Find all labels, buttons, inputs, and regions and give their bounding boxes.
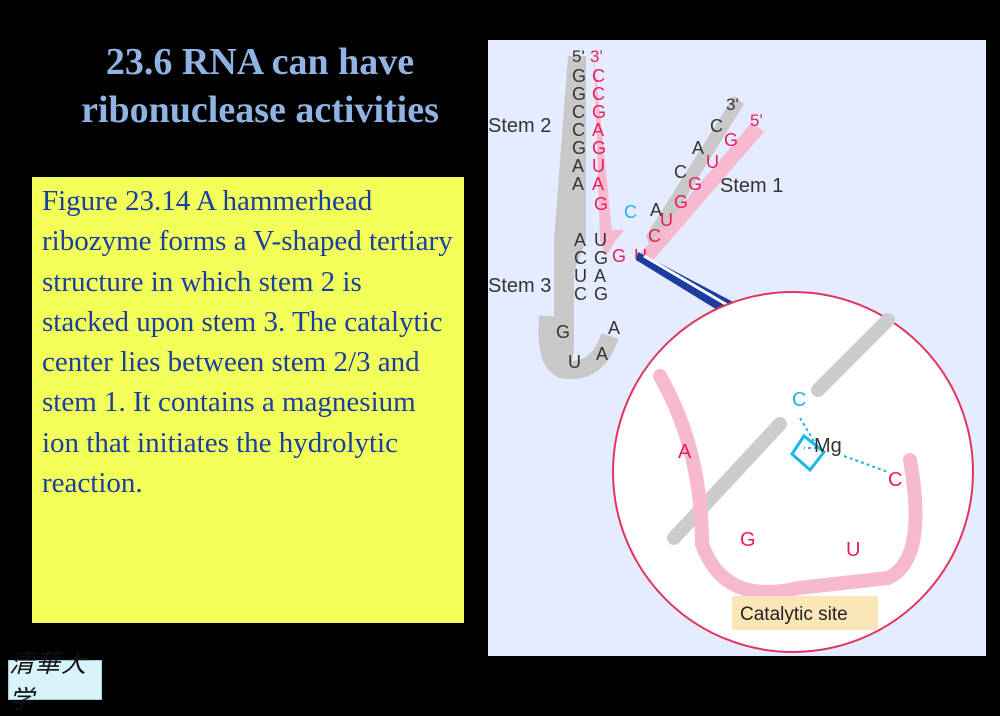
inset-c-top: C xyxy=(792,389,806,411)
mg-ion-icon xyxy=(790,433,827,473)
three-prime-left-label: 3' xyxy=(590,47,603,66)
base: G xyxy=(688,174,702,194)
base: U xyxy=(594,230,607,250)
base: G xyxy=(572,66,586,86)
base: G xyxy=(572,84,586,104)
base: A xyxy=(692,138,704,158)
catalytic-label-bg xyxy=(732,596,878,630)
stem1-top-backbone xyxy=(646,96,744,252)
base: C xyxy=(592,66,605,86)
left-strand: G G C C G A A A C U C xyxy=(572,66,587,304)
base: U xyxy=(592,156,605,176)
base: G xyxy=(594,284,608,304)
inset-u: U xyxy=(846,539,860,561)
base: G xyxy=(592,138,606,158)
base: A xyxy=(592,120,604,140)
catalytic-strand xyxy=(653,369,923,599)
inset-mg: Mg xyxy=(814,435,842,457)
stem2-pair-backbone xyxy=(594,56,624,256)
coordination-line-right xyxy=(843,455,889,473)
base: A xyxy=(574,230,586,250)
base: A xyxy=(594,266,606,286)
university-logo: 清華大学 xyxy=(8,649,102,714)
title-line-1: 23.6 RNA can have xyxy=(105,41,415,83)
base: U xyxy=(660,210,673,230)
catalytic-site-label: Catalytic site xyxy=(740,604,848,625)
cleavage-g: G xyxy=(612,246,626,266)
base: C xyxy=(572,120,585,140)
slide-title: 23.6 RNA can have ribonuclease activitie… xyxy=(40,38,480,134)
ribozyme-diagram: Stem 2 Stem 1 Stem 3 5' 3' 3' 5' G G C C… xyxy=(488,47,974,653)
base: U xyxy=(574,266,587,286)
base: A xyxy=(596,344,608,364)
five-prime-right-label: 5' xyxy=(750,111,763,130)
middle-strand: C C G A G U A G xyxy=(592,66,608,214)
title-line-2: ribonuclease activities xyxy=(81,89,439,131)
base: G xyxy=(556,322,570,342)
five-prime-left-label: 5' xyxy=(572,47,585,66)
base: A xyxy=(572,174,584,194)
base: A xyxy=(592,174,604,194)
inset-a: A xyxy=(678,441,692,463)
base: G xyxy=(572,138,586,158)
figure-caption: Figure 23.14 A hammerhead ribozyme forms… xyxy=(42,185,453,500)
base: C xyxy=(674,162,687,182)
loop-backbone xyxy=(538,315,619,380)
cleavage-c: C xyxy=(624,202,637,222)
base: A xyxy=(650,200,662,220)
base: U xyxy=(568,352,581,372)
coordination-line-top xyxy=(799,417,820,449)
logo-text: 清華大学 xyxy=(9,649,88,714)
base: C xyxy=(574,284,587,304)
base: G xyxy=(594,248,608,268)
base: U xyxy=(706,152,719,172)
base: C xyxy=(648,226,661,246)
ribozyme-figure: Stem 2 Stem 1 Stem 3 5' 3' 3' 5' G G C C… xyxy=(488,40,986,656)
stem1-bottom-backbone xyxy=(640,122,764,266)
base: G xyxy=(592,102,606,122)
inset-g: G xyxy=(740,529,756,551)
inset-c-right: C xyxy=(888,469,902,491)
base: G xyxy=(674,192,688,212)
base: G xyxy=(594,194,608,214)
base: C xyxy=(574,248,587,268)
stem1-label: Stem 1 xyxy=(720,175,783,197)
base: G xyxy=(724,130,738,150)
base: A xyxy=(608,318,620,338)
loop-bases: G U A A xyxy=(556,318,620,372)
stem2-backbone xyxy=(554,56,586,378)
base: C xyxy=(572,102,585,122)
base: C xyxy=(710,116,723,136)
stem-rod-upper xyxy=(811,313,895,397)
three-prime-right-label: 3' xyxy=(726,95,739,114)
stem2-label: Stem 2 xyxy=(488,115,551,137)
stem-rod-lower xyxy=(667,417,787,545)
stem1-bottom-bases: G U G G U C xyxy=(648,130,738,246)
stem1-top-bases: A C A C xyxy=(650,116,723,220)
stem3-pair-bases: U G A G xyxy=(594,230,608,304)
base: C xyxy=(592,84,605,104)
base: A xyxy=(572,156,584,176)
stem3-label: Stem 3 xyxy=(488,275,551,297)
caption-box: Figure 23.14 A hammerhead ribozyme forms… xyxy=(32,177,464,623)
